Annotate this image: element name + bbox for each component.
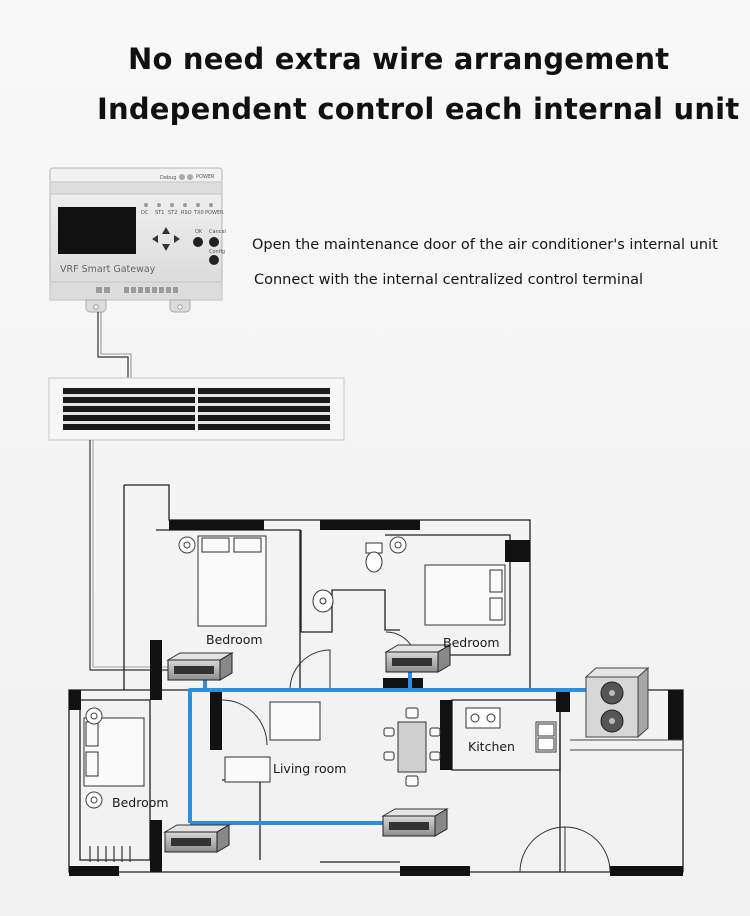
maintenance-door-vent <box>48 377 345 441</box>
power-port-icon <box>187 174 193 180</box>
led-label-tx0: TX0 <box>193 210 204 216</box>
gateway-navigation-pad-icon <box>152 227 180 251</box>
led-label-st1: ST1 <box>155 210 164 216</box>
control-wire <box>89 440 170 671</box>
ok-label: OK <box>195 229 203 235</box>
gateway-wire <box>97 312 129 378</box>
dining-table-icon <box>397 721 427 773</box>
indoor-unit-bedroom-1 <box>166 652 234 681</box>
config-label: Config <box>209 249 225 255</box>
room-label-bedroom-1: Bedroom <box>206 632 263 647</box>
room-label-kitchen: Kitchen <box>468 739 515 754</box>
led-label-st2: ST2 <box>168 210 177 216</box>
gateway-status-leds <box>144 203 213 207</box>
outdoor-condenser-unit <box>584 666 650 739</box>
config-button[interactable] <box>209 255 219 265</box>
debug-label: Debug <box>160 175 176 181</box>
cancel-button[interactable] <box>209 237 219 247</box>
led-label-dc: DC <box>141 210 149 216</box>
headline-line-1: No need extra wire arrangement <box>128 42 670 76</box>
sofa-icon <box>269 701 321 741</box>
gateway-terminal-block <box>96 287 178 293</box>
debug-port-icon <box>179 174 185 180</box>
bathroom-fixtures-icon <box>312 542 383 613</box>
gateway-mounting-clips <box>85 299 191 313</box>
room-label-bedroom-3: Bedroom <box>112 795 169 810</box>
instruction-step-2: Connect with the internal centralized co… <box>254 272 644 288</box>
indoor-unit-bedroom-2 <box>384 644 452 673</box>
headline-line-2: Independent control each internal unit <box>97 92 740 126</box>
pipe-network <box>188 672 600 825</box>
room-label-living-room: Living room <box>273 761 346 776</box>
floor-plan <box>68 484 684 876</box>
power-top-label: POWER <box>196 174 215 180</box>
indoor-unit-bedroom-3 <box>163 824 231 853</box>
cancel-label: Cancel <box>209 229 226 235</box>
gateway-lcd-screen <box>58 207 136 254</box>
kitchen-stove-icon <box>465 707 557 753</box>
indoor-unit-living-room <box>381 808 449 837</box>
led-label-rso: RSO <box>181 210 192 216</box>
room-label-bedroom-2: Bedroom <box>443 635 500 650</box>
led-label-power: POWER <box>205 210 224 216</box>
instruction-step-1: Open the maintenance door of the air con… <box>252 237 718 253</box>
gateway-brand-label: VRF Smart Gateway <box>60 264 156 275</box>
vrf-smart-gateway: Debug POWER DC ST1 ST2 RSO TX0 POWER <box>49 167 226 313</box>
armchair-icon <box>224 756 271 783</box>
ok-button[interactable] <box>193 237 203 247</box>
balcony-rail-icon <box>89 846 131 862</box>
